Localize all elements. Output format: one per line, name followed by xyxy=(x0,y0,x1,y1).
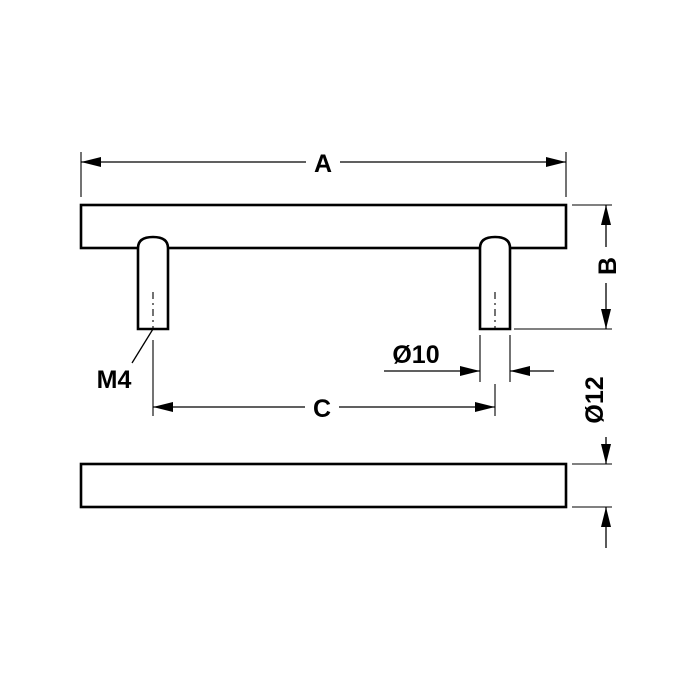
thread-label: M4 xyxy=(97,366,132,394)
left-leg xyxy=(136,235,170,331)
handle-bar-front-view xyxy=(79,462,568,509)
dimension-c-label: C xyxy=(313,395,331,423)
right-leg xyxy=(478,235,512,331)
dimension-b-label: B xyxy=(594,257,622,275)
handle-side-view xyxy=(79,203,568,331)
thread-leader-line xyxy=(131,328,154,364)
dimension-bar-diameter: Ø12 xyxy=(572,376,612,548)
dimension-bar-diameter-label: Ø12 xyxy=(581,376,609,423)
dimension-a-label: A xyxy=(314,150,332,178)
dimension-a: A xyxy=(80,150,567,197)
dimension-b: B xyxy=(514,204,622,330)
dimension-leg-diameter: Ø10 xyxy=(384,335,554,382)
dimension-c: C xyxy=(152,340,496,423)
thread-callout: M4 xyxy=(97,328,154,394)
dimension-leg-diameter-label: Ø10 xyxy=(392,341,439,369)
